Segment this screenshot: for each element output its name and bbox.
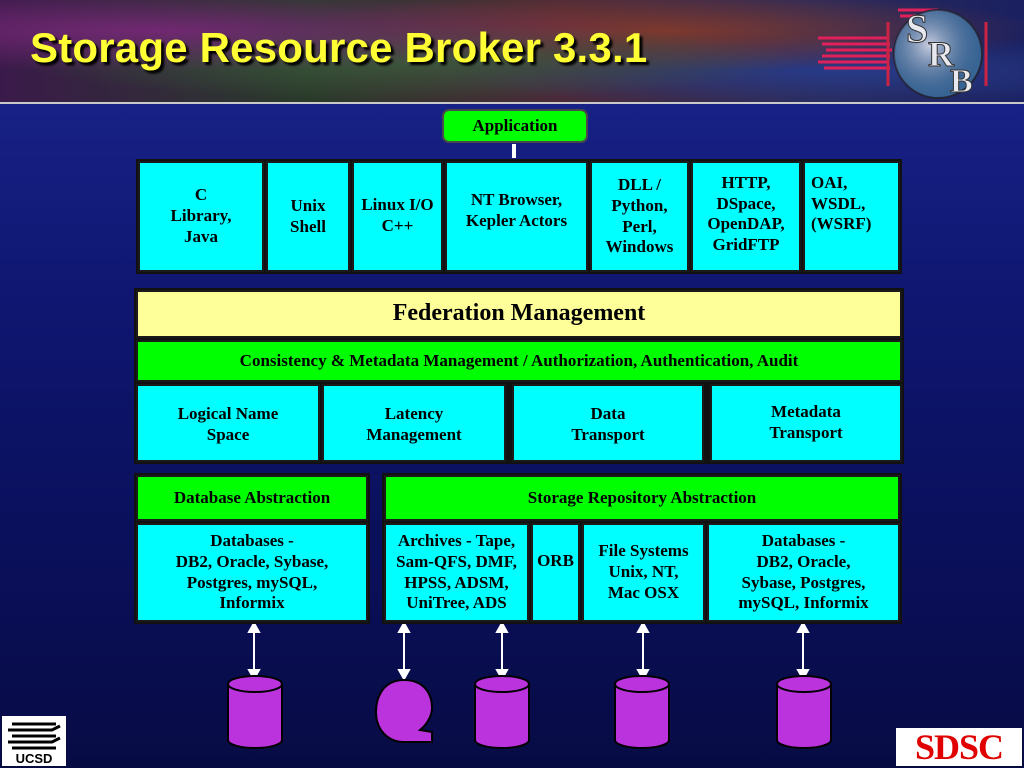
arrow-3: [495, 620, 509, 682]
client-http-dspace: HTTP, DSpace, OpenDAP, GridFTP: [691, 161, 801, 272]
ucsd-label: UCSD: [15, 751, 53, 766]
client-c-library: C Library, Java: [138, 161, 264, 272]
svg-text:B: B: [950, 63, 973, 100]
arrow-1: [247, 620, 261, 682]
federation-management: Federation Management: [136, 290, 902, 338]
storage-file-systems: File Systems Unix, NT, Mac OSX: [582, 523, 705, 622]
storage-abstraction-header: Storage Repository Abstraction: [384, 475, 900, 521]
service-metadata-transport: Metadata Transport: [710, 384, 902, 462]
arrow-5: [796, 620, 810, 682]
sdsc-logo: SDSC: [896, 727, 1022, 767]
service-latency-management: Latency Management: [322, 384, 506, 462]
application-connector: [512, 144, 516, 158]
svg-text:S: S: [906, 6, 928, 51]
database-cylinder-1: [227, 675, 283, 749]
ucsd-logo: UCSD: [2, 716, 66, 766]
arrow-4: [636, 620, 650, 682]
tape-archive-shape: [374, 678, 434, 743]
database-abstraction-header: Database Abstraction: [136, 475, 368, 521]
application-box: Application: [442, 109, 588, 143]
database-cylinder-4: [614, 675, 670, 749]
ucsd-emblem-icon: [8, 722, 61, 750]
consistency-metadata-bar: Consistency & Metadata Management / Auth…: [136, 340, 902, 382]
svg-text:R: R: [928, 34, 955, 74]
storage-archives: Archives - Tape, Sam-QFS, DMF, HPSS, ADS…: [384, 523, 529, 622]
database-cylinder-3: [474, 675, 530, 749]
database-abstraction-content: Databases - DB2, Oracle, Sybase, Postgre…: [136, 523, 368, 622]
storage-orb: ORB: [531, 523, 580, 622]
slide-title: Storage Resource Broker 3.3.1: [30, 24, 648, 71]
client-dll-python: DLL / Python, Perl, Windows: [590, 161, 689, 272]
client-linux-io: Linux I/O C++: [352, 161, 443, 272]
database-cylinder-5: [776, 675, 832, 749]
service-data-transport: Data Transport: [512, 384, 704, 462]
client-nt-browser: NT Browser, Kepler Actors: [445, 161, 588, 272]
storage-databases: Databases - DB2, Oracle, Sybase, Postgre…: [707, 523, 900, 622]
service-logical-name-space: Logical Name Space: [136, 384, 320, 462]
arrow-2: [397, 620, 411, 682]
client-unix-shell: Unix Shell: [266, 161, 350, 272]
srb-logo: S R B: [818, 6, 988, 100]
client-oai-wsdl: OAI, WSDL, (WSRF): [803, 161, 900, 272]
